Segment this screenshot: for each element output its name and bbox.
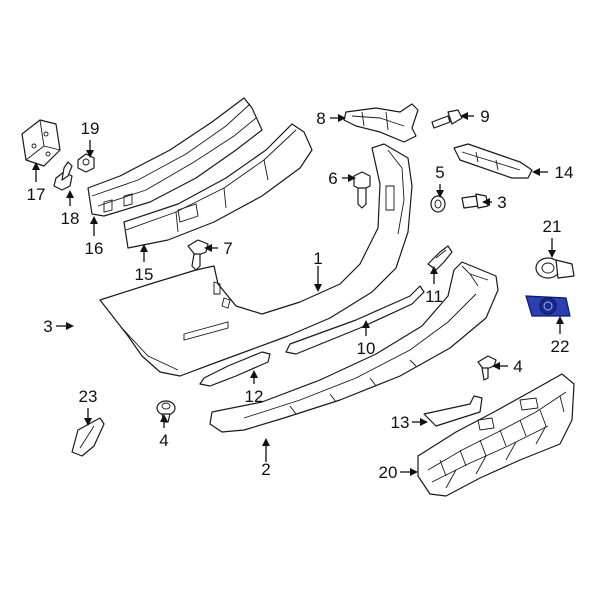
part-18-bolt[interactable]	[53, 161, 73, 191]
callout-20: 20	[379, 463, 398, 482]
part-19-nut[interactable]	[77, 153, 95, 173]
callout-7: 7	[223, 239, 232, 258]
callout-13: 13	[391, 413, 410, 432]
part-2-lower-valance[interactable]	[209, 261, 499, 433]
callout-23: 23	[79, 387, 98, 406]
callout-9: 9	[480, 107, 489, 126]
callout-17: 17	[27, 185, 46, 204]
part-20-shield-panel[interactable]	[417, 373, 575, 497]
part-13-bracket[interactable]	[423, 395, 483, 427]
callout-15: 15	[135, 265, 154, 284]
callout-16: 16	[85, 239, 104, 258]
part-6-bolt[interactable]	[353, 171, 371, 209]
callout-4-right: 4	[513, 357, 522, 376]
callout-2: 2	[261, 460, 270, 479]
callout-1: 1	[313, 249, 322, 268]
callout-3-left: 3	[43, 317, 52, 336]
part-9-bolt[interactable]	[431, 109, 463, 129]
callout-4-left: 4	[159, 431, 168, 450]
part-16-reinforcement-bar[interactable]	[87, 97, 263, 217]
callout-3-right: 3	[497, 193, 506, 212]
callout-22: 22	[551, 337, 570, 356]
part-17-bracket[interactable]	[21, 119, 61, 167]
part-5-grommet[interactable]	[430, 195, 446, 213]
callout-6: 6	[328, 169, 337, 188]
part-7-clip[interactable]	[187, 239, 209, 271]
part-22-sensor-bracket-highlighted[interactable]	[525, 295, 571, 317]
callout-14: 14	[555, 163, 574, 182]
part-10-trim-strip[interactable]	[285, 285, 425, 355]
callout-12: 12	[245, 387, 264, 406]
callout-8: 8	[316, 109, 325, 128]
part-11-bracket[interactable]	[427, 245, 453, 271]
part-4-pin-right[interactable]	[477, 355, 497, 381]
part-14-bracket-strip[interactable]	[453, 143, 533, 179]
callout-labels: 1 2 3 3 4 4 5 6 7 8 9 10 11 12 13 14 15 …	[27, 107, 574, 482]
callout-10: 10	[357, 339, 376, 358]
part-23-corner-bracket[interactable]	[71, 417, 105, 457]
part-21-parking-sensor[interactable]	[535, 257, 575, 279]
callout-11: 11	[425, 287, 443, 306]
callout-5: 5	[435, 163, 444, 182]
callout-19: 19	[81, 119, 100, 138]
arrowheads	[32, 112, 564, 476]
callout-21: 21	[543, 217, 562, 236]
callout-18: 18	[61, 209, 80, 228]
part-15-energy-absorber[interactable]	[123, 123, 313, 249]
part-8-side-bracket[interactable]	[343, 103, 419, 143]
part-12-reflector[interactable]	[199, 351, 271, 387]
part-1-bumper-cover[interactable]	[99, 143, 413, 377]
part-3-bolt-right[interactable]	[461, 193, 489, 209]
